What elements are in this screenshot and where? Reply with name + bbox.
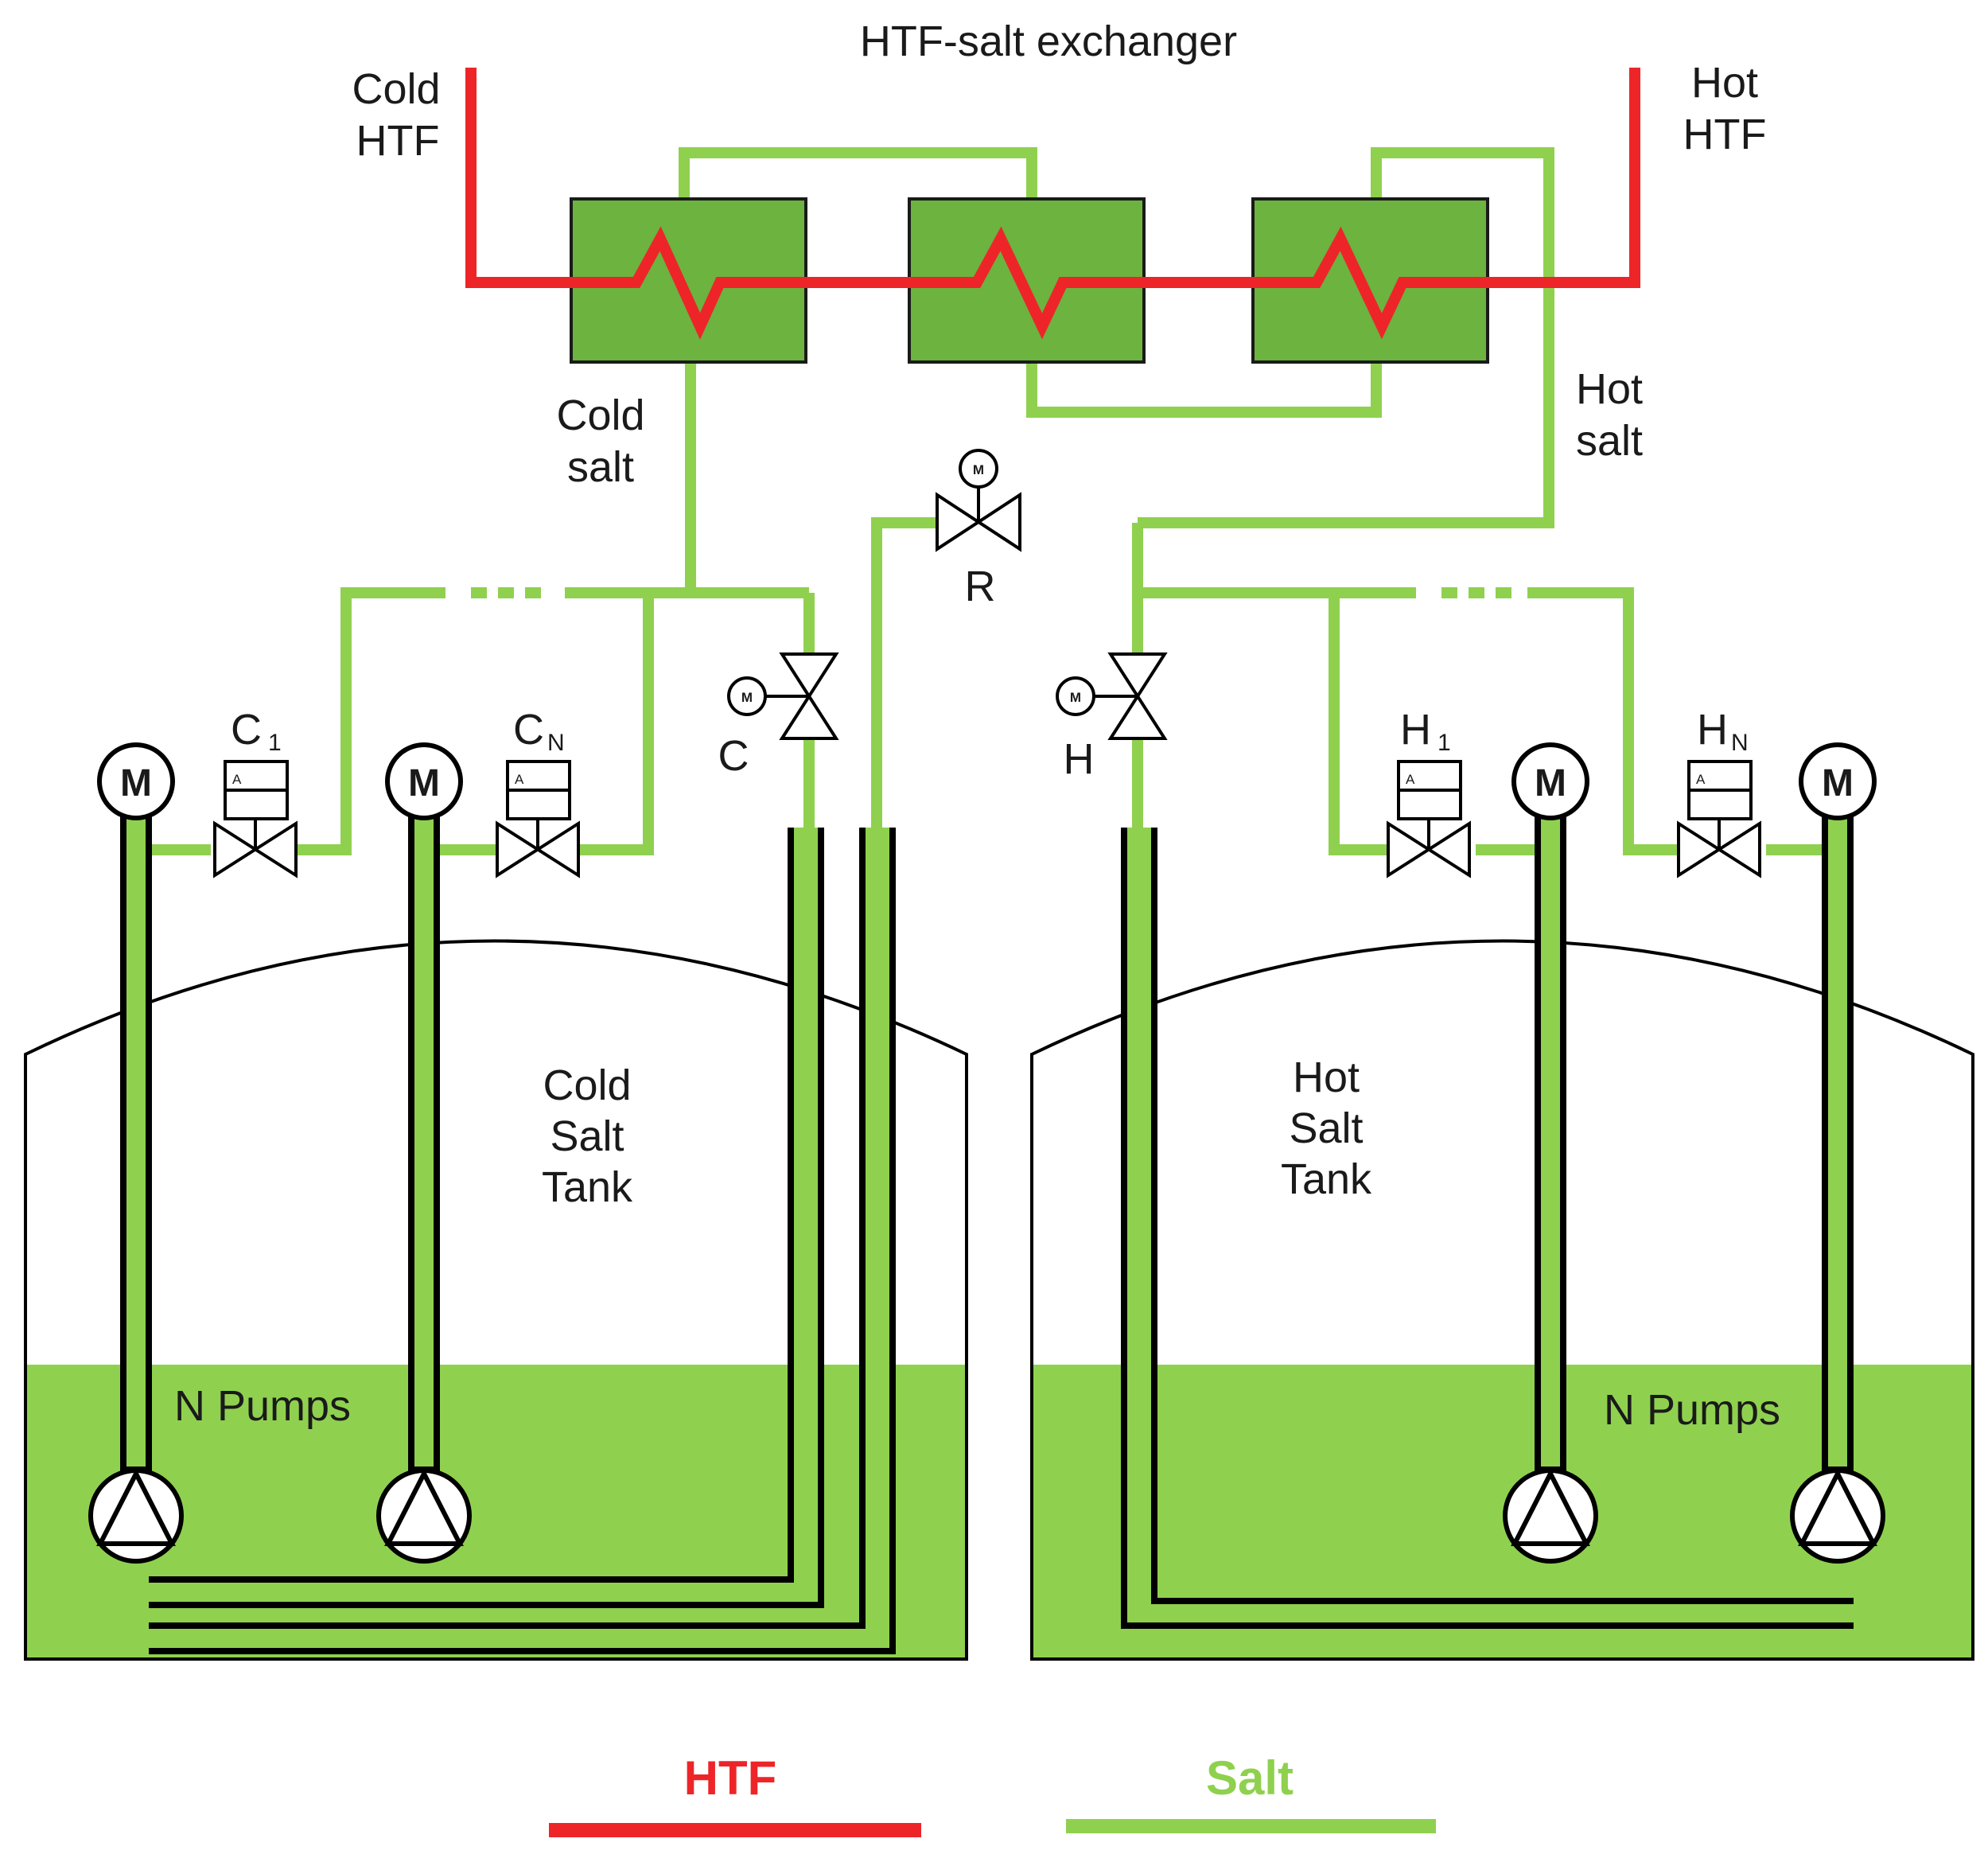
pump-icon bbox=[376, 1468, 472, 1564]
pump-icon bbox=[88, 1468, 184, 1564]
cold-tank-label-line3: Tank bbox=[542, 1163, 633, 1211]
hot-tank-label-line3: Tank bbox=[1281, 1155, 1372, 1203]
htf-salt-exchanger bbox=[570, 197, 1489, 364]
motor-cold-1: M bbox=[97, 742, 175, 820]
valve-r-label: R bbox=[965, 563, 996, 610]
motor-label: M bbox=[1535, 762, 1566, 804]
motor-label: M bbox=[1822, 762, 1854, 804]
hot-pumps-label: N Pumps bbox=[1604, 1386, 1780, 1434]
hot-salt-label-line2: salt bbox=[1576, 417, 1643, 465]
legend: HTF Salt bbox=[549, 1751, 1436, 1837]
hot-htf-label-line1: Hot bbox=[1691, 59, 1758, 107]
motor-label: M bbox=[120, 762, 152, 804]
cold-pumps-label: N Pumps bbox=[174, 1382, 351, 1430]
valve-hn: A bbox=[1677, 760, 1761, 878]
motor-label: M bbox=[1070, 690, 1081, 705]
motor-label: M bbox=[973, 462, 984, 477]
valve-c: M bbox=[727, 652, 839, 740]
pump-motors: M M M M bbox=[97, 742, 1877, 820]
cold-salt-label-line1: Cold bbox=[556, 391, 644, 439]
actuator-tag: A bbox=[1696, 772, 1706, 787]
valve-h: M bbox=[1056, 652, 1168, 740]
tank-labels: Cold Salt Tank N Pumps Hot Salt Tank N P… bbox=[174, 1054, 1780, 1434]
actuator-tag: A bbox=[515, 772, 524, 787]
valve-h1: A bbox=[1387, 760, 1471, 878]
flow-labels: Cold HTF Hot HTF Cold salt Hot salt R C … bbox=[231, 59, 1766, 783]
pump-icon bbox=[1503, 1468, 1598, 1564]
motor-hot-1: M bbox=[1511, 742, 1589, 820]
cold-tank-label-line2: Salt bbox=[550, 1112, 624, 1160]
legend-htf-label: HTF bbox=[684, 1751, 777, 1805]
motor-label: M bbox=[408, 762, 440, 804]
cold-tank-label-line1: Cold bbox=[543, 1061, 631, 1109]
valve-c-label: C bbox=[718, 732, 749, 780]
valve-h-label: H bbox=[1064, 735, 1095, 783]
valve-r: M bbox=[936, 449, 1021, 552]
actuator-tag: A bbox=[1406, 772, 1415, 787]
cold-salt-label-line2: salt bbox=[567, 443, 634, 491]
hot-tank-label-line2: Salt bbox=[1289, 1104, 1363, 1152]
cold-htf-label-line2: HTF bbox=[356, 117, 440, 165]
dip-pipes bbox=[149, 828, 1854, 1654]
actuator-tag: A bbox=[232, 772, 242, 787]
hot-htf-label-line2: HTF bbox=[1683, 111, 1767, 158]
valve-c1: A bbox=[213, 760, 298, 878]
motor-hot-n: M bbox=[1799, 742, 1877, 820]
legend-salt-label: Salt bbox=[1206, 1751, 1294, 1805]
cold-htf-label-line1: Cold bbox=[352, 65, 440, 113]
pumps bbox=[88, 1468, 1885, 1564]
hot-tank-label-line1: Hot bbox=[1293, 1054, 1360, 1101]
salt-piping bbox=[143, 147, 1838, 855]
pump-icon bbox=[1790, 1468, 1885, 1564]
htf-line bbox=[465, 68, 1640, 340]
motor-label: M bbox=[741, 690, 753, 705]
exchanger-title: HTF-salt exchanger bbox=[860, 18, 1237, 65]
hot-salt-label-line1: Hot bbox=[1576, 365, 1643, 413]
valve-cn: A bbox=[496, 760, 580, 878]
motor-cold-n: M bbox=[385, 742, 463, 820]
